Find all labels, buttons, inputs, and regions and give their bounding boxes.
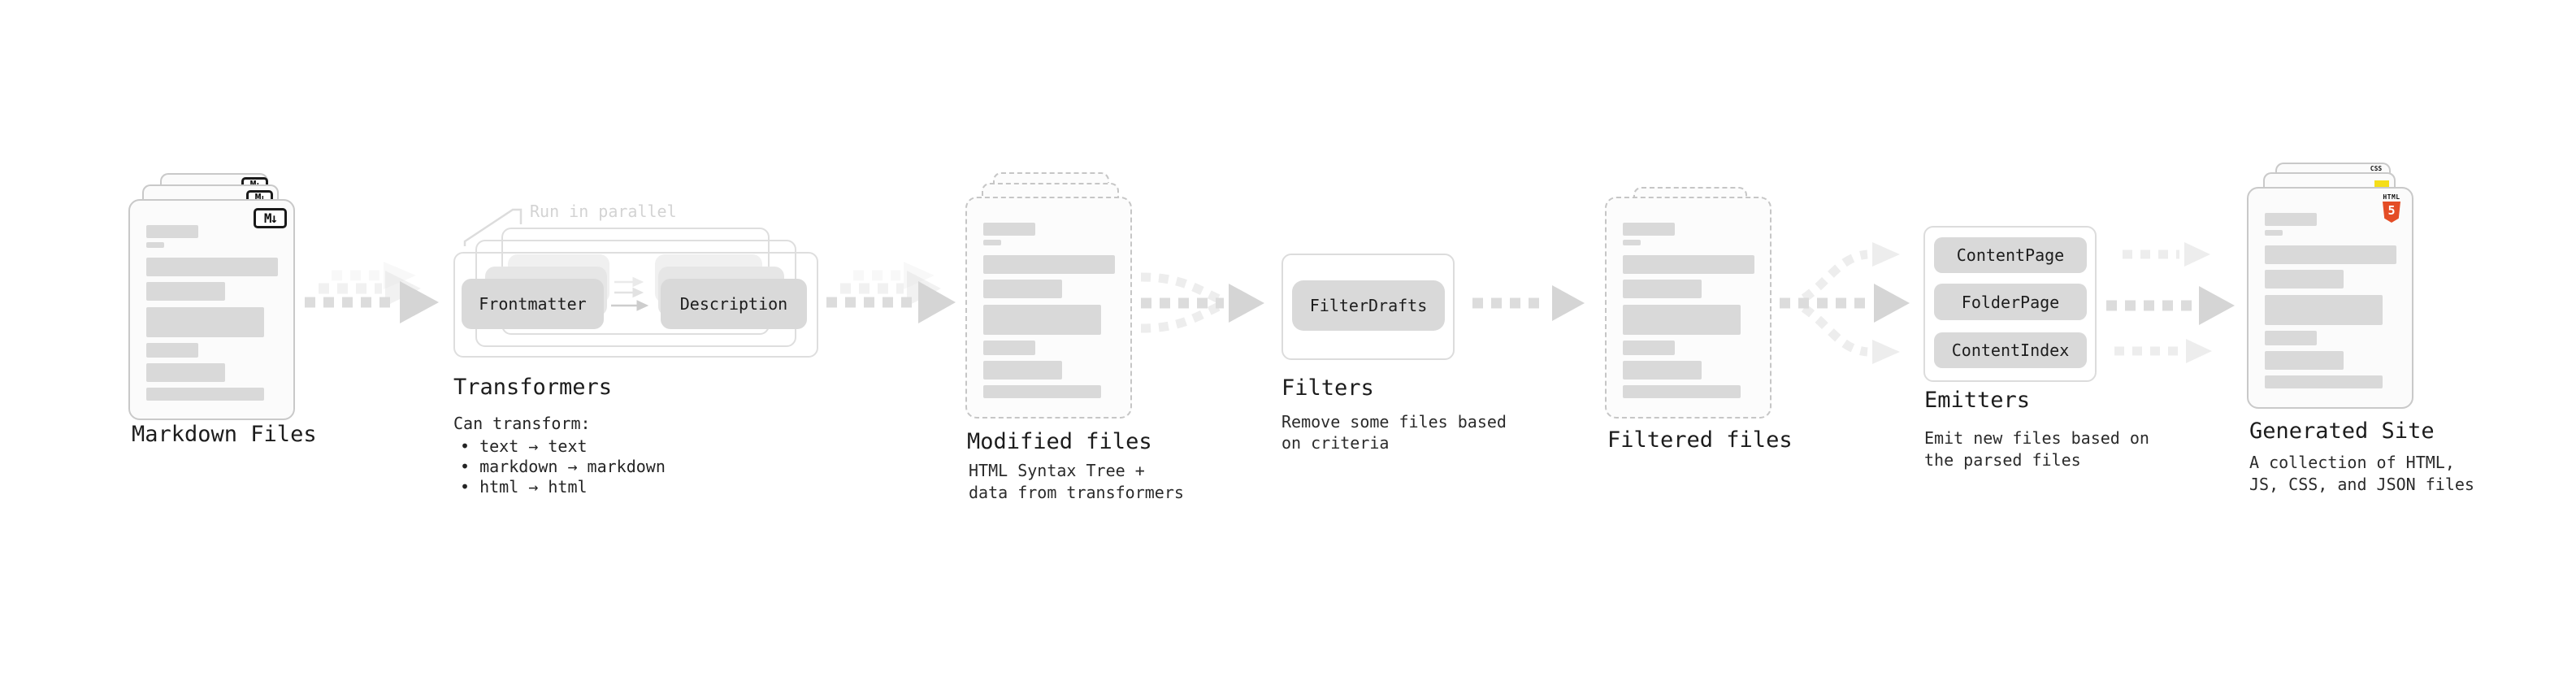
text-line-placeholder: [2265, 331, 2317, 345]
run-in-parallel-annotation: Run in parallel: [530, 202, 677, 221]
modified-files-description: HTML Syntax Tree + data from transformer…: [969, 461, 1184, 502]
description-box: Description: [661, 279, 807, 329]
bullet-item: • text → text: [460, 436, 588, 456]
file-card: HTML 5: [2247, 187, 2413, 409]
filters-heading: Filters: [1281, 375, 1374, 401]
text-line-placeholder: [2265, 295, 2383, 325]
css-icon-label: CSS: [2370, 165, 2383, 172]
arrow-emitters-to-generated: [2106, 242, 2235, 363]
arrow-filters-to-filtered: [1472, 285, 1585, 321]
text-line-placeholder: [983, 280, 1062, 298]
text-line-placeholder: [146, 363, 225, 382]
emitters-description: Emit new files based on the parsed files: [1924, 428, 2149, 470]
folderpage-box: FolderPage: [1934, 284, 2087, 320]
generated-site-description: A collection of HTML, JS, CSS, and JSON …: [2249, 453, 2474, 494]
text-line-placeholder: [983, 255, 1115, 274]
markdown-files-label: Markdown Files: [132, 422, 317, 447]
filterdrafts-label: FilterDrafts: [1309, 296, 1428, 315]
text-line-placeholder: [146, 343, 198, 358]
emitters-heading: Emitters: [1924, 388, 2031, 413]
text-line-placeholder: [983, 385, 1101, 398]
file-card: M↓: [128, 199, 295, 420]
text-line-placeholder: [983, 340, 1035, 355]
text-line-placeholder: [2265, 230, 2283, 236]
text-line-placeholder: [146, 388, 264, 401]
frontmatter-box: Frontmatter: [462, 279, 604, 329]
arrow-transformers-to-modified: [826, 262, 956, 323]
folderpage-label: FolderPage: [1961, 292, 2060, 312]
contentindex-box: ContentIndex: [1934, 332, 2087, 368]
text-line-placeholder: [1623, 305, 1741, 335]
text-line-placeholder: [146, 307, 264, 337]
arrow-modified-to-filters: [1140, 272, 1264, 333]
text-line-placeholder: [2265, 375, 2383, 388]
text-line-placeholder: [1623, 223, 1675, 236]
generated-site-label: Generated Site: [2249, 419, 2435, 444]
arrow-markdown-to-transformers: [305, 262, 439, 323]
contentpage-box: ContentPage: [1934, 237, 2087, 273]
filters-description: Remove some files based on criteria: [1281, 412, 1507, 453]
contentindex-label: ContentIndex: [1951, 340, 2070, 360]
text-line-placeholder: [2265, 213, 2317, 226]
markdown-icon: M↓: [254, 208, 287, 228]
text-line-placeholder: [1623, 361, 1702, 380]
html5-icon-word: HTML: [2383, 193, 2400, 201]
text-line-placeholder: [2265, 351, 2344, 370]
text-line-placeholder: [983, 240, 1001, 245]
frontmatter-label: Frontmatter: [479, 294, 587, 314]
html5-icon-number: 5: [2387, 203, 2396, 218]
filtered-files-label: Filtered files: [1607, 427, 1793, 453]
contentpage-label: ContentPage: [1956, 245, 2065, 265]
text-line-placeholder: [146, 282, 225, 301]
arrow-filtered-to-emitters: [1780, 242, 1910, 364]
text-line-placeholder: [2265, 270, 2344, 288]
html5-icon: HTML 5: [2383, 193, 2400, 223]
modified-files-label: Modified files: [967, 429, 1152, 454]
transformers-note: Can transform:: [453, 414, 591, 433]
file-card: [965, 197, 1132, 419]
text-line-placeholder: [2265, 245, 2396, 264]
filterdrafts-box: FilterDrafts: [1292, 280, 1445, 331]
text-line-placeholder: [1623, 385, 1741, 398]
text-line-placeholder: [1623, 240, 1641, 245]
text-line-placeholder: [1623, 340, 1675, 355]
transformer-container-front: [453, 252, 818, 358]
text-line-placeholder: [983, 305, 1101, 335]
file-card: [1605, 197, 1772, 419]
transformers-heading: Transformers: [453, 375, 613, 400]
text-line-placeholder: [1623, 280, 1702, 298]
text-line-placeholder: [983, 361, 1062, 380]
html5-icon-shield: 5: [2383, 202, 2400, 223]
bullet-item: • html → html: [460, 477, 588, 497]
transformers-bullet-list: • text → text • markdown → markdown • ht…: [460, 436, 666, 497]
bullet-item: • markdown → markdown: [460, 457, 666, 476]
text-line-placeholder: [146, 225, 198, 238]
text-line-placeholder: [983, 223, 1035, 236]
text-line-placeholder: [146, 258, 278, 276]
text-line-placeholder: [1623, 255, 1754, 274]
text-line-placeholder: [146, 242, 164, 248]
description-label: Description: [679, 294, 788, 314]
